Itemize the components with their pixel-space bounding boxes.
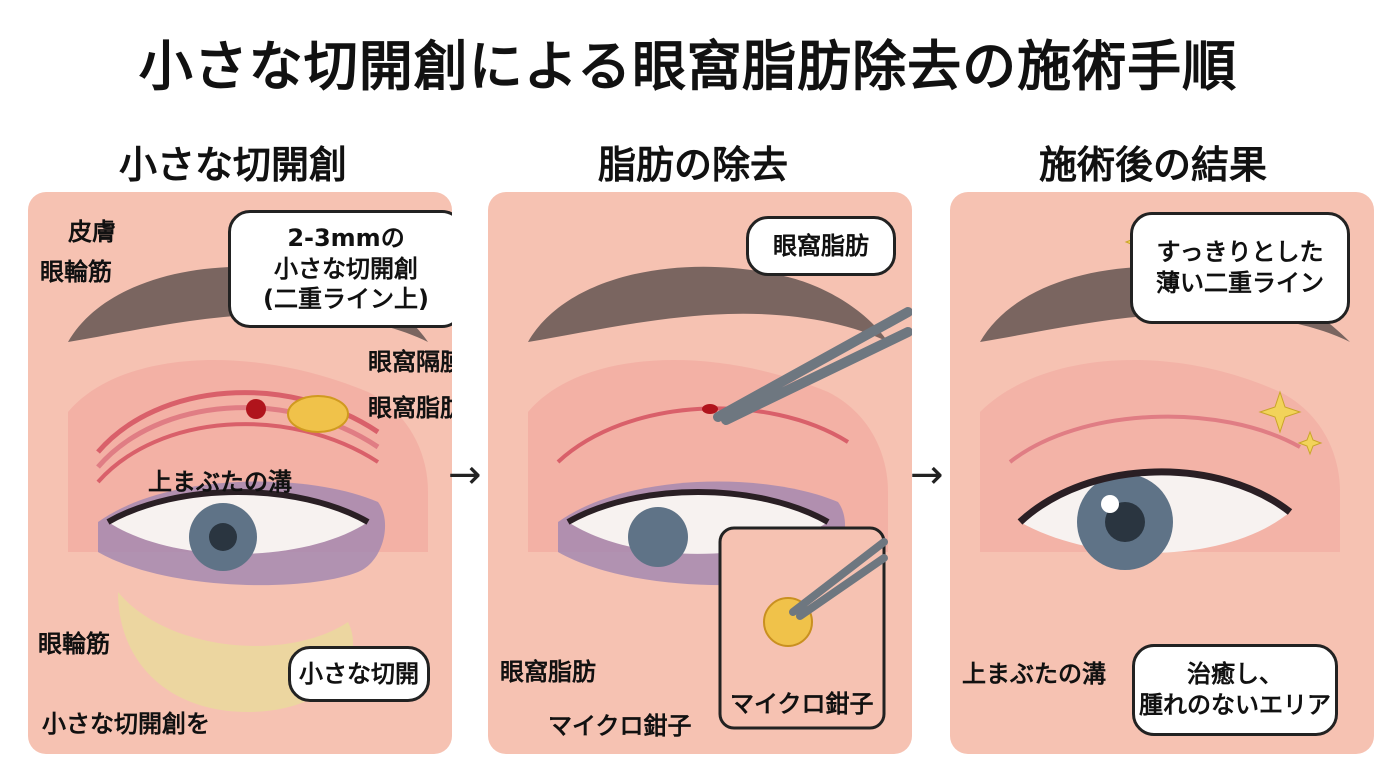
label-orbital-fat: 眼窩脂肪 <box>368 394 452 422</box>
double-eyelid-line <box>1008 414 1301 464</box>
label-septum: 眼窩隔膜 <box>368 348 452 376</box>
pupil <box>1105 502 1145 542</box>
bubble-result-line-1: すっきりとした <box>1156 238 1324 267</box>
bubble-line-2: 小さな切開創 <box>274 254 418 283</box>
panel-result: すっきりとした 薄い二重ライン 上まぶたの溝 治癒し、 腫れのないエリア <box>950 192 1374 754</box>
panel-3-heading: 施術後の結果 <box>1038 143 1267 187</box>
label-skin: 皮膚 <box>68 218 116 246</box>
lash-line <box>566 489 830 525</box>
bubble-orbital-fat: 眼窩脂肪 <box>746 216 896 276</box>
label-upper-groove-result: 上まぶたの溝 <box>962 660 1106 688</box>
sparkle-icon-small <box>1297 430 1323 456</box>
label-incision-bottom: 小さな切開創を <box>42 710 210 738</box>
panel-fat-removal: 眼窩脂肪 眼窩脂肪 マイクロ鉗子 マイクロ鉗子 <box>488 192 912 754</box>
bubble-healed-line-1: 治癒し、 <box>1187 660 1283 689</box>
iris-highlight <box>1101 495 1119 513</box>
orbital-fat-blob <box>287 395 349 433</box>
pupil <box>209 523 237 551</box>
muscle-layer <box>96 405 380 469</box>
incision-dot <box>246 399 266 419</box>
arrow-icon: → <box>448 452 482 498</box>
bubble-small-incision: 小さな切開 <box>288 646 430 702</box>
bubble-result: すっきりとした 薄い二重ライン <box>1130 212 1350 324</box>
label-orbicularis-bottom: 眼輪筋 <box>38 630 110 658</box>
incision-mark <box>702 404 718 414</box>
panel-2-heading: 脂肪の除去 <box>597 143 788 187</box>
lash-line <box>1017 468 1293 525</box>
label-orbital-fat-bottom: 眼窩脂肪 <box>500 658 596 686</box>
bubble-incision-size: 2-3mmの 小さな切開創 (二重ライン上) <box>228 210 452 328</box>
inset-forceps-label: マイクロ鉗子 <box>730 690 874 718</box>
eyebrow <box>528 266 888 342</box>
bubble-healed-area: 治癒し、 腫れのないエリア <box>1132 644 1338 736</box>
bubble-result-line-2: 薄い二重ライン <box>1156 269 1324 297</box>
sparkle-icon <box>1258 390 1302 434</box>
iris <box>628 507 688 567</box>
crease-line <box>556 406 850 464</box>
label-upper-groove: 上まぶたの溝 <box>148 468 292 496</box>
panel-1-heading: 小さな切開創 <box>118 143 347 187</box>
arrow-icon: → <box>910 452 944 498</box>
label-orbicularis-top: 眼輪筋 <box>40 258 112 286</box>
panel-incision: 皮膚 眼輪筋 眼窩隔膜 眼窩脂肪 上まぶたの溝 眼輪筋 小さな切開創を 2-3m… <box>28 192 452 754</box>
bubble-line-1: 2-3mmの <box>287 223 405 252</box>
label-forceps-bottom: マイクロ鉗子 <box>548 712 692 740</box>
forceps <box>713 307 912 425</box>
septum-layer <box>96 422 380 484</box>
eye-illustration-removal <box>528 266 912 730</box>
forceps-in-inset <box>789 538 888 620</box>
bubble-line-3: (二重ライン上) <box>263 285 429 314</box>
lash-line <box>106 489 370 525</box>
main-title: 小さな切開創による眼窩脂肪除去の施術手順 <box>138 35 1238 98</box>
bubble-healed-line-2: 腫れのないエリア <box>1139 691 1331 719</box>
